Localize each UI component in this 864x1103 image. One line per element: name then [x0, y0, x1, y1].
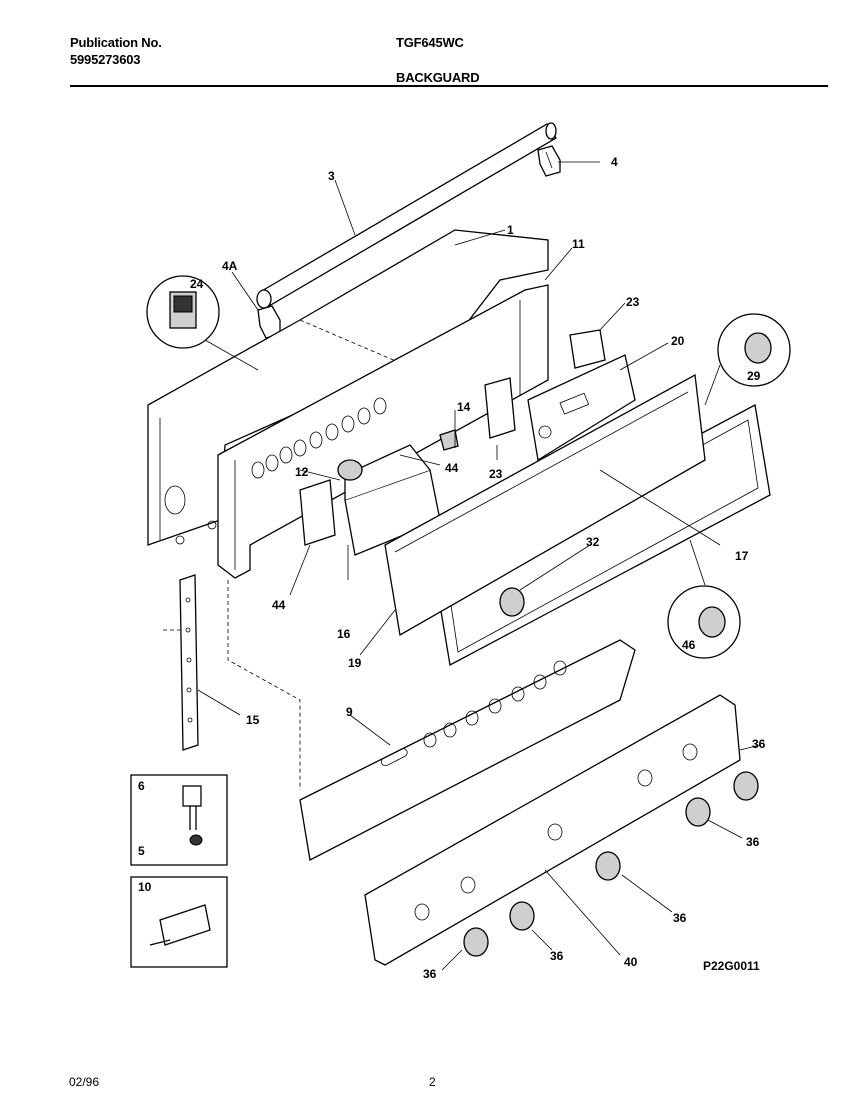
part-igniter-inset[interactable] — [130, 774, 228, 866]
callout-23-upper: 23 — [626, 295, 640, 309]
drawing-code: P22G0011 — [703, 959, 760, 973]
publication-label: Publication No. — [70, 35, 162, 50]
part-knob-inset-29[interactable] — [717, 313, 791, 387]
callout-9: 9 — [346, 705, 353, 719]
footer-date: 02/96 — [69, 1075, 100, 1089]
part-faceplate[interactable] — [384, 373, 706, 637]
part-clip[interactable] — [439, 429, 459, 451]
part-lower-front-panel[interactable] — [364, 694, 741, 966]
part-switch-box[interactable] — [299, 444, 441, 556]
part-backguard-trim[interactable] — [217, 284, 549, 579]
callout-19: 19 — [348, 656, 362, 670]
section-title: BACKGUARD — [396, 70, 480, 85]
callout-36-c: 36 — [673, 911, 687, 925]
callout-36-a: 36 — [752, 737, 766, 751]
callout-10: 10 — [138, 880, 152, 894]
callout-36-d: 36 — [550, 949, 564, 963]
callout-23-lower: 23 — [489, 467, 503, 481]
callout-11: 11 — [572, 237, 585, 251]
callout-3: 3 — [328, 169, 335, 183]
callout-4a: 4A — [222, 259, 238, 273]
callout-29: 29 — [747, 369, 761, 383]
callout-36-b: 36 — [746, 835, 760, 849]
callout-44-lower: 44 — [272, 598, 286, 612]
part-center-knob[interactable] — [499, 587, 525, 617]
footer-page-number: 2 — [429, 1075, 436, 1089]
callout-labels: 1 3 4 4A 24 11 23 20 29 14 44 12 23 17 1… — [138, 155, 766, 981]
callout-32: 32 — [586, 535, 600, 549]
part-manifold-panel[interactable] — [299, 639, 636, 861]
callout-44-upper: 44 — [445, 461, 459, 475]
leader-lines — [197, 161, 761, 971]
callout-20: 20 — [671, 334, 685, 348]
part-mounting-bracket-upper[interactable] — [569, 329, 606, 369]
part-mounting-bracket-lower[interactable] — [484, 377, 516, 439]
callout-16: 16 — [337, 627, 351, 641]
part-transformer-inset[interactable] — [130, 876, 228, 968]
part-knob-inset-46[interactable] — [667, 585, 741, 659]
callout-17: 17 — [735, 549, 749, 563]
part-lamp-holder-right[interactable] — [537, 145, 561, 177]
callout-36-e: 36 — [423, 967, 437, 981]
callout-1: 1 — [507, 223, 514, 237]
part-rocker-switch-inset[interactable] — [146, 275, 220, 349]
callout-15: 15 — [246, 713, 260, 727]
callout-40: 40 — [624, 955, 638, 969]
publication-number: 5995273603 — [70, 52, 141, 67]
callout-6: 6 — [138, 779, 145, 793]
callout-14: 14 — [457, 400, 471, 414]
part-side-strip[interactable] — [179, 574, 199, 751]
callout-12: 12 — [295, 465, 309, 479]
callout-5: 5 — [138, 844, 145, 858]
part-fluorescent-tube[interactable] — [256, 122, 557, 309]
model-number: TGF645WC — [396, 35, 464, 50]
callout-24: 24 — [190, 277, 204, 291]
part-clock-display[interactable] — [527, 354, 636, 462]
header-rule — [70, 85, 828, 87]
callout-46: 46 — [682, 638, 696, 652]
part-burner-knobs[interactable] — [463, 771, 759, 957]
callout-4: 4 — [611, 155, 618, 169]
